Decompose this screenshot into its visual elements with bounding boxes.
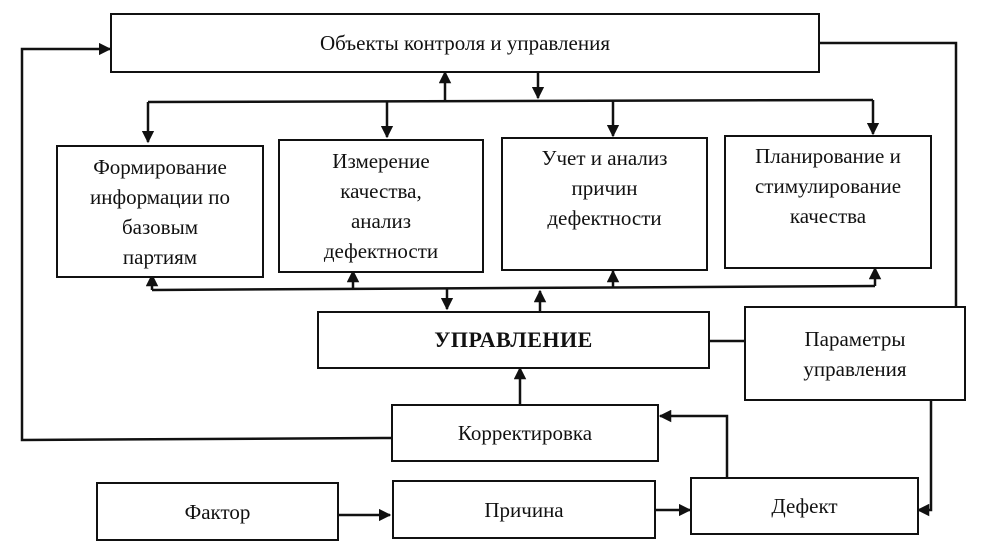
function-3-line: причин xyxy=(571,176,638,200)
objects-box: Объекты контроля и управления xyxy=(110,13,820,73)
control-label: УПРАВЛЕНИЕ xyxy=(434,327,593,352)
objects-label: Объекты контроля и управления xyxy=(319,31,610,55)
parameters-line: управления xyxy=(803,356,907,381)
function-2-line: дефектности xyxy=(323,239,439,263)
parameters-box: Параметры управления xyxy=(744,306,966,401)
function-4-line: стимулирование xyxy=(754,174,902,198)
upper-bus xyxy=(147,98,874,104)
function-1-line: информации по xyxy=(90,185,230,209)
function-4-line: Планирование и xyxy=(755,144,901,168)
lower-bus xyxy=(151,284,876,292)
function-box-4: Планирование и стимулирование качества xyxy=(724,135,932,269)
function-2-line: анализ xyxy=(350,209,412,233)
function-box-3: Учет и анализ причин дефектности xyxy=(501,137,708,271)
arrow-parameters-to-defect xyxy=(916,400,933,517)
function-4-line: качества xyxy=(789,204,867,228)
function-1-line: Формирование xyxy=(93,155,227,179)
factor-box: Фактор xyxy=(96,482,339,541)
cause-label: Причина xyxy=(484,497,564,522)
correction-label: Корректировка xyxy=(457,421,593,445)
function-3-line: Учет и анализ xyxy=(541,146,668,170)
cause-box: Причина xyxy=(392,480,656,539)
function-box-1: Формирование информации по базовым парти… xyxy=(56,145,264,278)
control-box: УПРАВЛЕНИЕ xyxy=(317,311,710,369)
arrow-correction-to-objects xyxy=(20,42,393,442)
function-2-line: Измерение xyxy=(332,149,430,173)
function-1-line: базовым xyxy=(122,215,198,239)
defect-label: Дефект xyxy=(771,494,838,518)
function-box-2: Измерение качества, анализ дефектности xyxy=(278,139,484,273)
function-3-line: дефектности xyxy=(547,206,662,230)
function-1-line: партиям xyxy=(122,245,198,269)
line-objects-to-parameters xyxy=(818,41,958,306)
factor-label: Фактор xyxy=(184,499,251,524)
parameters-line: Параметры xyxy=(804,326,906,351)
defect-box: Дефект xyxy=(690,477,919,535)
arrow-defect-to-correction xyxy=(658,409,729,477)
correction-box: Корректировка xyxy=(391,404,659,462)
function-2-line: качества, xyxy=(340,179,422,203)
